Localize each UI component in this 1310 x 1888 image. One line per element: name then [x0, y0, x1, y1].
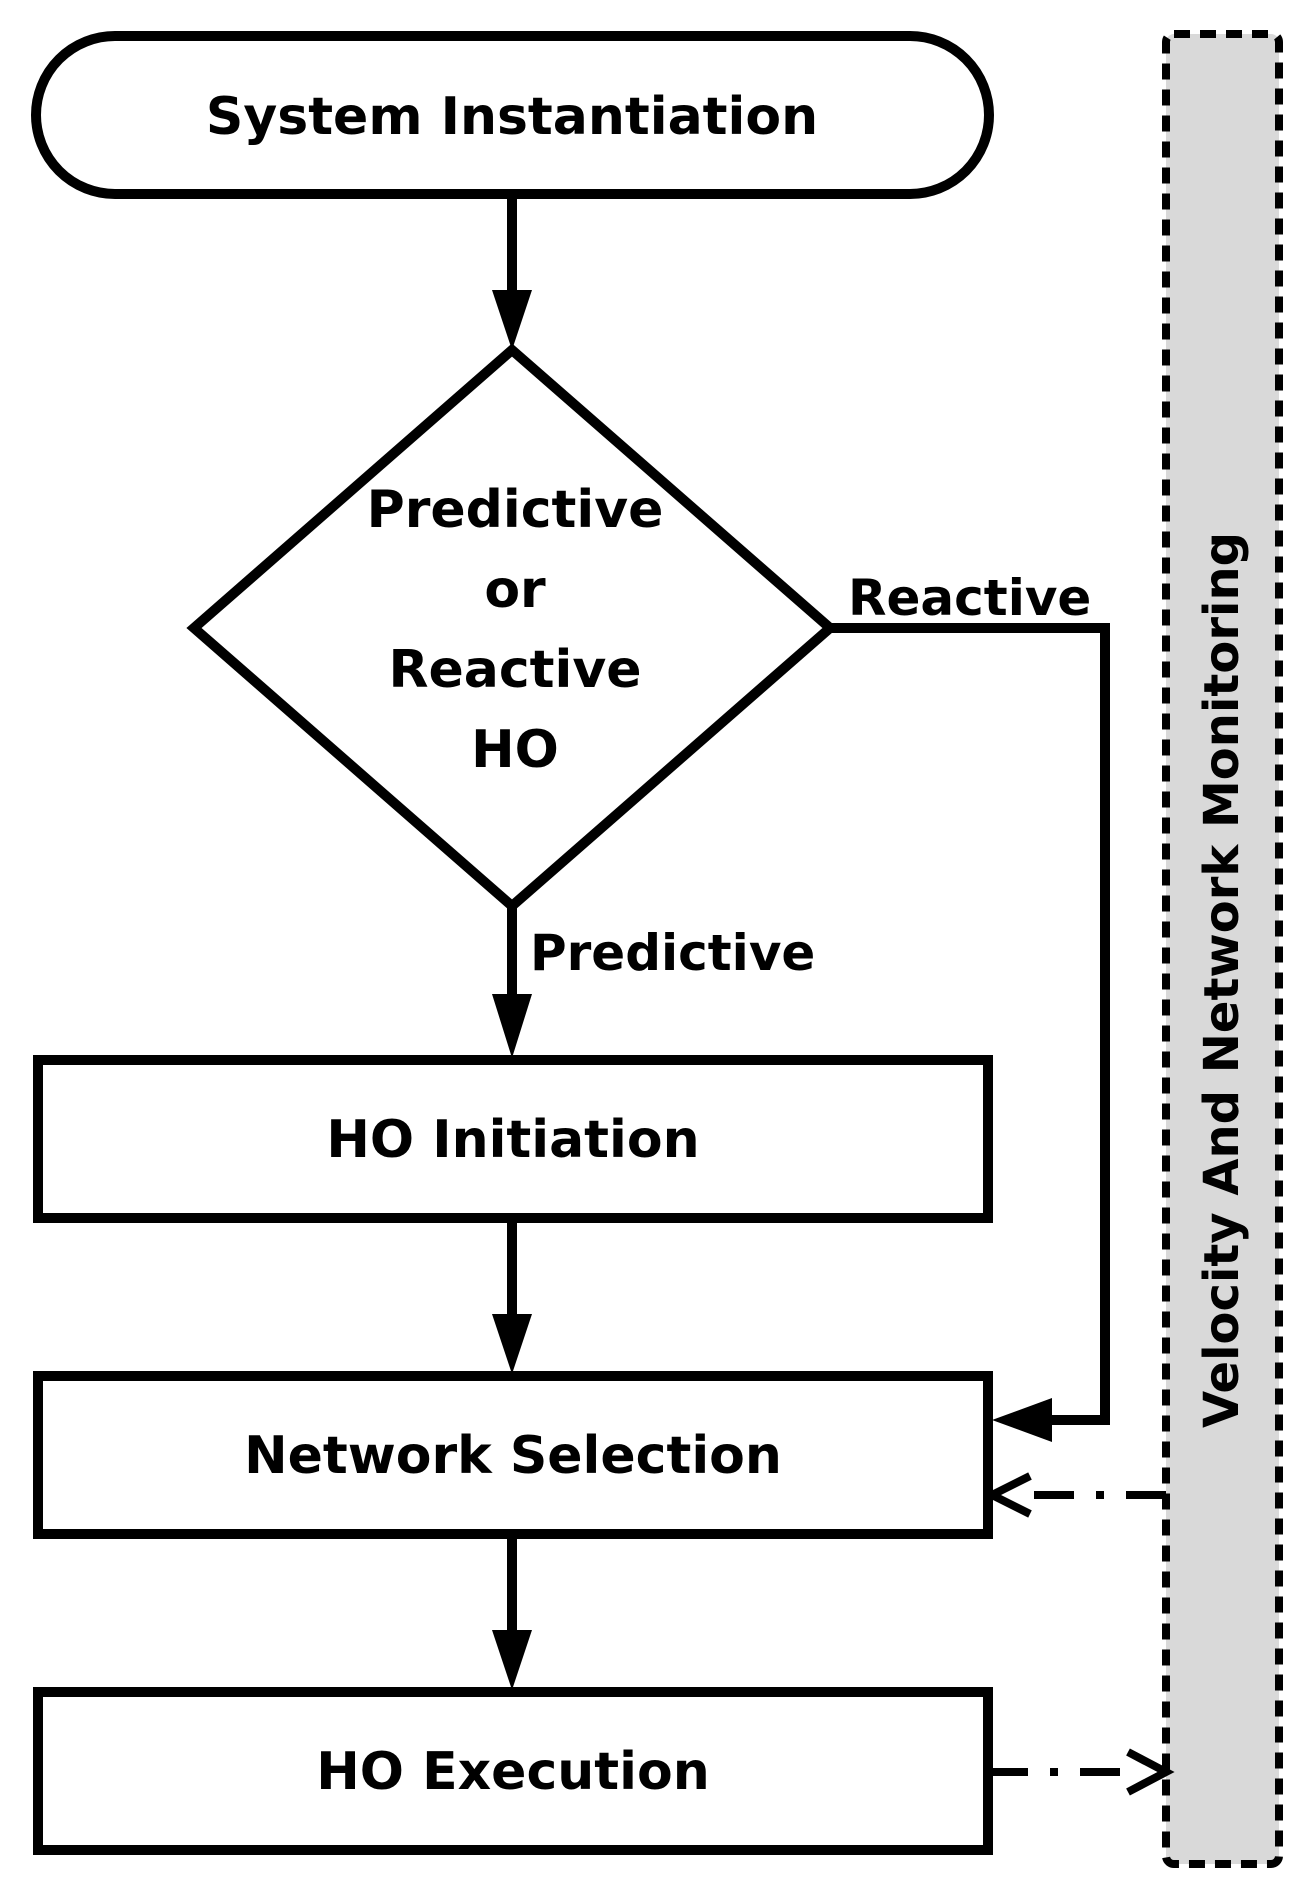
arrow-predictive-branch	[492, 906, 532, 1058]
decision-line-1: Predictive	[367, 480, 664, 540]
predictive-edge-label: Predictive	[530, 924, 815, 982]
decision-line-2: or	[484, 560, 546, 620]
monitoring-label: Velocity And Network Monitoring	[1194, 532, 1250, 1428]
reactive-edge-label: Reactive	[848, 569, 1091, 627]
dashed-arrow-execution-to-monitor	[988, 1748, 1175, 1796]
monitoring-panel	[1162, 30, 1283, 1868]
arrow-initiation-to-selection	[492, 1218, 532, 1374]
arrow-start-to-decision	[492, 194, 532, 350]
decision-line-4: HO	[471, 720, 559, 780]
ho-execution-label: HO Execution	[316, 1742, 709, 1802]
network-selection-node	[33, 1371, 993, 1539]
arrow-selection-to-execution	[492, 1534, 532, 1690]
system-instantiation-label: System Instantiation	[206, 87, 818, 147]
decision-line-3: Reactive	[388, 640, 641, 700]
ho-initiation-node	[33, 1055, 993, 1223]
arrow-reactive-branch	[830, 623, 1110, 1442]
ho-initiation-label: HO Initiation	[326, 1110, 699, 1170]
dashed-arrow-monitor-to-selection	[983, 1472, 1166, 1518]
decision-node	[186, 343, 838, 913]
network-selection-label: Network Selection	[244, 1426, 782, 1486]
